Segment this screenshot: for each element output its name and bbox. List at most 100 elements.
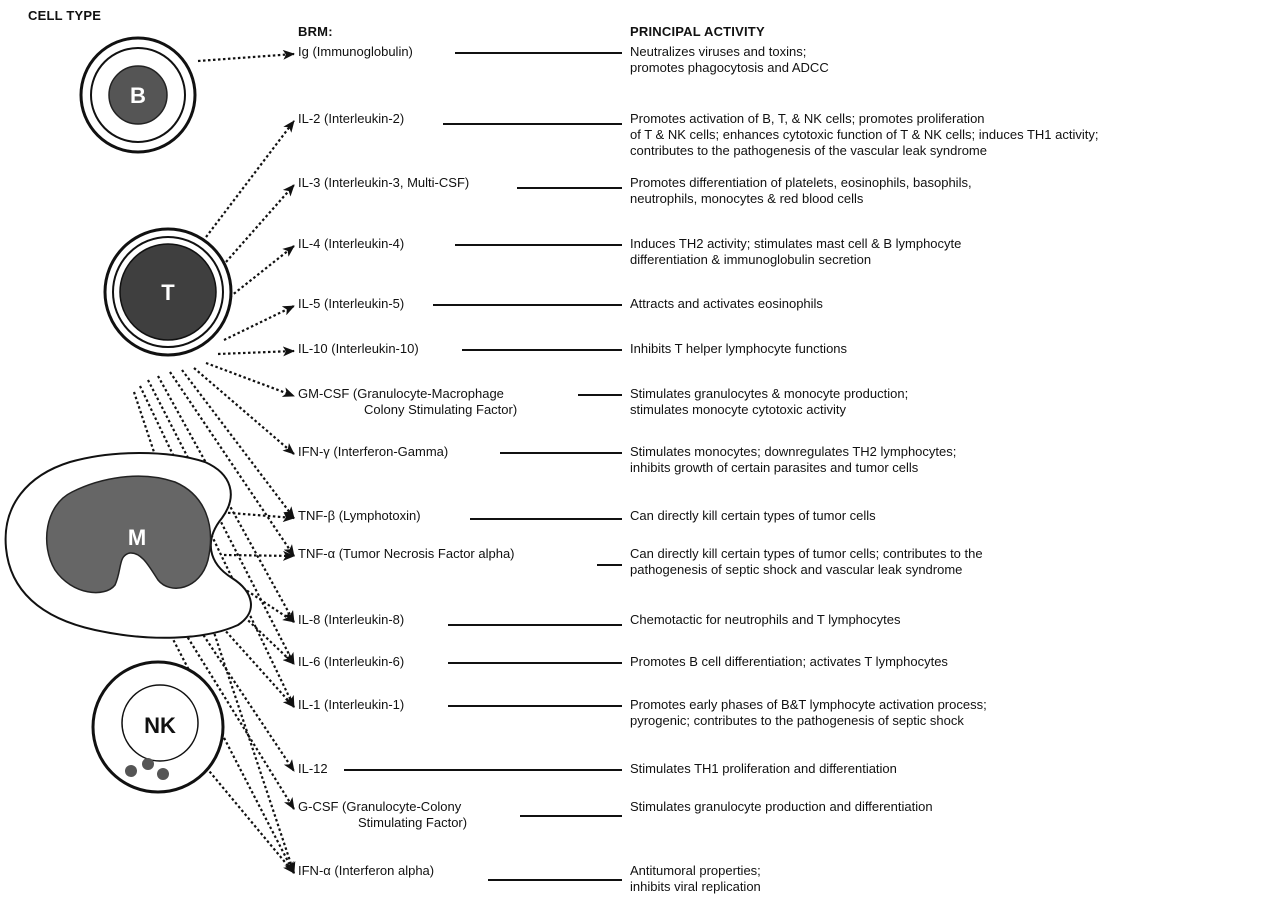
brm-header: BRM: [298,24,333,39]
brm-name: IL-12 [298,761,328,777]
activity-line: of T & NK cells; enhances cytotoxic func… [630,127,1099,142]
activity-line: Promotes B cell differentiation; activat… [630,654,948,669]
activity-line: Antitumoral properties; [630,863,761,878]
principal-activity: Chemotactic for neutrophils and T lympho… [630,612,901,628]
principal-activity: Promotes differentiation of platelets, e… [630,175,972,207]
b-cell-label: B [130,83,146,108]
activity-line: stimulates monocyte cytotoxic activity [630,402,847,417]
connector-line [500,452,622,454]
brm-name-line: TNF-β (Lymphotoxin) [298,508,421,523]
activity-line: Stimulates granulocyte production and di… [630,799,933,814]
connector-line [448,705,622,707]
nk-cell-label: NK [144,713,176,738]
brm-name: IFN-γ (Interferon-Gamma) [298,444,448,460]
brm-name: IL-1 (Interleukin-1) [298,697,404,713]
arrow-m-to-row-9 [223,550,295,561]
arrow-m-to-row-12 [195,597,295,708]
arrow-t-to-row-3 [225,245,295,301]
arrow-m-to-row-14 [171,611,295,810]
arrow-m-to-row-13 [183,605,295,772]
connector-line [443,123,622,125]
connector-line [488,879,622,881]
principal-activity: Attracts and activates eosinophils [630,296,823,312]
principal-activity: Antitumoral properties;inhibits viral re… [630,863,761,895]
activity-line: Attracts and activates eosinophils [630,296,823,311]
arrow-b-to-row-0 [197,49,295,63]
arrow-t-to-row-2 [225,184,295,263]
activity-line: Neutralizes viruses and toxins; [630,44,807,59]
brm-name-line: G-CSF (Granulocyte-Colony [298,799,462,814]
connector-line [448,624,622,626]
connector-line [433,304,622,306]
activity-line: Can directly kill certain types of tumor… [630,546,983,561]
activity-line: Can directly kill certain types of tumor… [630,508,876,523]
principal-activity: Induces TH2 activity; stimulates mast ce… [630,236,961,268]
brm-name-line: IL-12 [298,761,328,776]
connector-line [517,187,622,189]
brm-name-line: IL-1 (Interleukin-1) [298,697,405,712]
activity-line: Promotes early phases of B&T lymphocyte … [630,697,987,712]
brm-name: Ig (Immunoglobulin) [298,44,413,60]
cell-type-header: CELL TYPE [28,8,102,23]
activity-line: Induces TH2 activity; stimulates mast ce… [630,236,962,251]
arrow-t-to-row-12 [139,385,295,708]
activity-line: inhibits growth of certain parasites and… [630,460,919,475]
activity-line: Stimulates TH1 proliferation and differe… [630,761,897,776]
arrows-group [132,49,296,874]
m-cell: M [4,452,252,639]
t-cell: T [103,227,233,357]
nk-granule [125,765,137,777]
connector-line [462,349,622,351]
brm-name: IL-3 (Interleukin-3, Multi-CSF) [298,175,469,191]
b-cell: B [79,36,197,154]
arrow-t-to-row-1 [199,120,295,246]
brm-name-line: IL-5 (Interleukin-5) [298,296,405,311]
principal-activity: Stimulates granulocyte production and di… [630,799,933,815]
brm-name: IFN-α (Interferon alpha) [298,863,434,879]
principal-activity: Neutralizes viruses and toxins;promotes … [630,44,829,76]
connector-line [520,815,622,817]
principal-activity-header: PRINCIPAL ACTIVITY [630,24,765,39]
nk-granule [157,768,169,780]
brm-name: IL-4 (Interleukin-4) [298,236,404,252]
connector-line [455,244,622,246]
brm-name: IL-2 (Interleukin-2) [298,111,404,127]
brm-name-line: TNF-α (Tumor Necrosis Factor alpha) [298,546,515,561]
brm-name-line: IL-3 (Interleukin-3, Multi-CSF) [298,175,470,190]
principal-activity: Promotes B cell differentiation; activat… [630,654,948,670]
connector-line [344,769,622,771]
brm-name: TNF-β (Lymphotoxin) [298,508,421,524]
activity-line: Stimulates monocytes; downregulates TH2 … [630,444,957,459]
brm-name: IL-6 (Interleukin-6) [298,654,404,670]
brm-name: IL-10 (Interleukin-10) [298,341,419,357]
brm-name-line: IFN-α (Interferon alpha) [298,863,435,878]
arrow-t-to-row-11 [147,379,295,665]
principal-activity: Stimulates granulocytes & monocyte produ… [630,386,908,418]
t-cell-label: T [161,280,175,305]
arrow-t-to-row-15 [132,391,296,874]
m-cell-label: M [128,525,146,550]
arrow-m-to-row-10 [221,573,295,623]
activity-line: neutrophils, monocytes & red blood cells [630,191,864,206]
activity-line: pyrogenic; contributes to the pathogenes… [630,713,964,728]
connector-line [455,52,622,54]
principal-activity: Stimulates monocytes; downregulates TH2 … [630,444,956,476]
brm-name-line: Stimulating Factor) [358,815,468,830]
arrow-m-to-row-8 [217,510,295,523]
brm-name-line: IL-8 (Interleukin-8) [298,612,405,627]
brm-name: TNF-α (Tumor Necrosis Factor alpha) [298,546,515,562]
brm-name-line: IL-10 (Interleukin-10) [298,341,419,356]
principal-activity: Inhibits T helper lymphocyte functions [630,341,847,357]
arrow-t-to-row-8 [181,369,295,519]
arrow-nk-to-row-15 [199,759,295,874]
brm-name: IL-5 (Interleukin-5) [298,296,404,312]
principal-activity: Promotes early phases of B&T lymphocyte … [630,697,987,729]
brm-name-line: GM-CSF (Granulocyte-Macrophage [298,386,504,401]
brm-name-line: Ig (Immunoglobulin) [298,44,413,59]
activity-line: Inhibits T helper lymphocyte functions [630,341,848,356]
activity-line: Promotes differentiation of platelets, e… [630,175,972,190]
activity-line: promotes phagocytosis and ADCC [630,60,829,75]
